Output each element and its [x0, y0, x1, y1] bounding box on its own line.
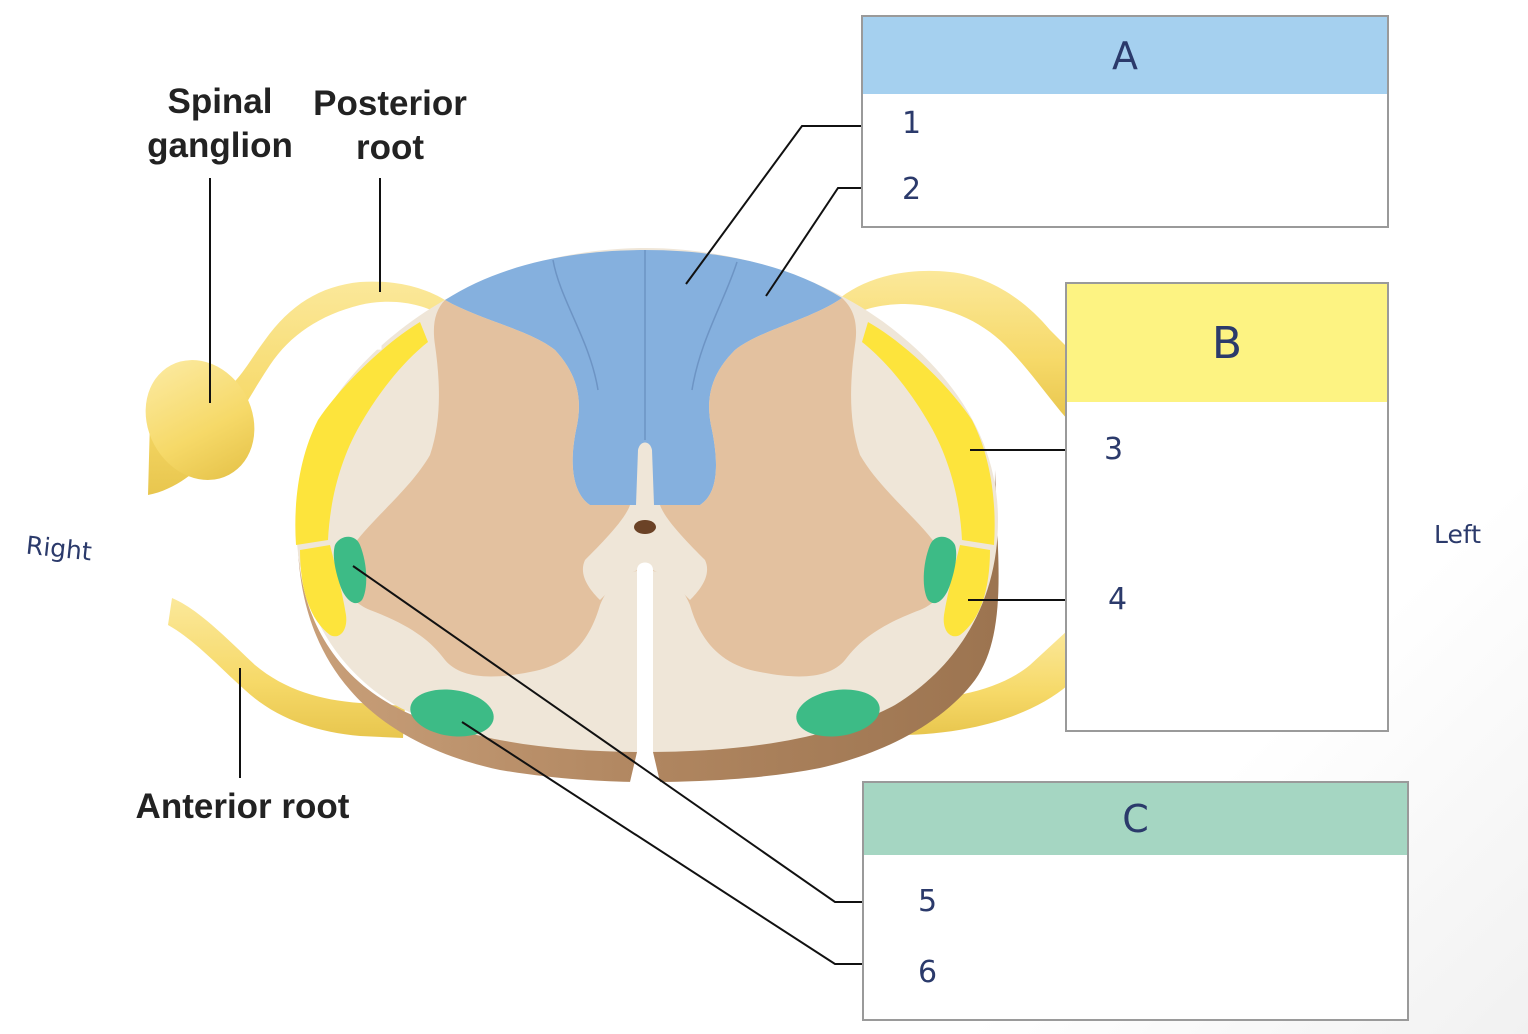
number-3: 3	[1104, 432, 1124, 467]
fasciculus-divider-left	[691, 261, 738, 391]
box-c-header: C	[864, 783, 1407, 855]
box-c-title: C	[1122, 797, 1149, 841]
right-posterior-root	[148, 281, 445, 495]
box-b-header: B	[1067, 284, 1387, 402]
spinal-ganglion-label-line2: ganglion	[147, 126, 293, 165]
gray-commissure	[582, 505, 708, 600]
posterior-column	[445, 250, 842, 505]
box-a: A	[861, 15, 1389, 228]
right-lateral-column-anterior	[300, 545, 347, 637]
posterior-root-label: Posterior root	[305, 82, 475, 170]
right-anterior-root	[168, 598, 405, 738]
gray-matter	[342, 298, 948, 677]
left-lateral-column-posterior	[862, 322, 995, 545]
box-b-title: B	[1211, 317, 1243, 369]
spinal-ganglion-shape	[145, 360, 255, 480]
box-a-header: A	[863, 17, 1387, 94]
anterior-root-label: Anterior root	[135, 787, 350, 826]
nerve-roots	[145, 270, 1068, 738]
box-b: B	[1065, 282, 1389, 732]
box-a-title: A	[1112, 33, 1138, 78]
number-6: 6	[918, 955, 938, 990]
leader-2	[765, 187, 862, 297]
right-anterior-tract	[410, 689, 494, 737]
central-canal	[634, 520, 656, 534]
left-side-label: Left	[1434, 520, 1482, 549]
posterior-root-label-line2: root	[355, 128, 425, 167]
fasciculus-divider-right	[552, 259, 599, 391]
left-anterior-tract	[796, 689, 880, 737]
number-1: 1	[902, 106, 922, 141]
left-posterior-root	[840, 270, 1068, 420]
left-lateral-column-anterior	[943, 545, 990, 637]
right-lateral-column-posterior	[295, 322, 428, 545]
number-5: 5	[918, 884, 938, 919]
right-anterior-lateral-tract	[333, 536, 367, 604]
posterior-root-label-line1: Posterior	[313, 84, 467, 123]
leader-1	[685, 125, 862, 285]
box-c: C	[862, 781, 1409, 1021]
spinal-ganglion-label-line1: Spinal	[167, 82, 273, 121]
anterior-median-fissure	[637, 562, 653, 752]
spinal-ganglion-label: Spinal ganglion	[140, 80, 300, 168]
posterior-septum-gap	[636, 442, 654, 505]
spinal-cord	[295, 248, 999, 782]
number-2: 2	[902, 172, 922, 207]
left-anterior-lateral-tract	[923, 536, 957, 604]
number-4: 4	[1108, 582, 1128, 617]
